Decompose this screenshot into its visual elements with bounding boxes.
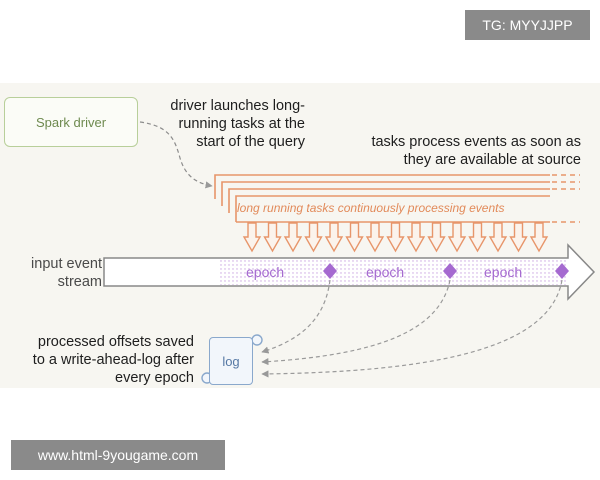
offsets-note-line-1: processed offsets saved — [37, 334, 194, 350]
epoch-to-log-connector-3 — [261, 279, 563, 378]
down-arrow — [529, 222, 549, 253]
log-curl-top — [251, 334, 263, 346]
task-line-2 — [221, 181, 550, 206]
down-arrows — [242, 222, 549, 253]
spark-driver-box: Spark driver — [4, 97, 138, 147]
epoch-label-2: epoch — [366, 264, 405, 280]
epoch-marker-2 — [443, 263, 457, 279]
driver-note-line-2: running tasks at the — [178, 116, 305, 132]
epoch-label-3: epoch — [484, 264, 523, 280]
task-line-4 — [235, 195, 550, 222]
input-stream-label-line-2: stream — [57, 274, 102, 290]
down-arrow — [427, 222, 446, 253]
website-watermark: www.html-9yougame.com — [11, 440, 225, 470]
driver-note-line-1: driver launches long- — [170, 98, 305, 114]
epoch-marker-3 — [555, 263, 569, 279]
spark-driver-label: Spark driver — [35, 114, 107, 130]
down-arrow — [447, 222, 467, 253]
driver-note: driver launches long- running tasks at t… — [140, 97, 305, 151]
stream-dotted-region — [218, 259, 568, 285]
down-arrow — [242, 222, 262, 253]
down-arrow — [468, 222, 487, 253]
offsets-note-line-3: every epoch — [115, 370, 194, 386]
write-ahead-log: log — [209, 337, 253, 385]
tasks-label: long running tasks continuously processi… — [237, 201, 505, 215]
log-label: log — [222, 353, 240, 369]
down-arrow — [324, 222, 344, 253]
tasks-note: tasks process events as soon as they are… — [330, 133, 581, 169]
input-stream-label-line-1: input event — [31, 256, 102, 272]
task-line-1 — [214, 174, 550, 199]
down-arrow — [304, 222, 323, 253]
epoch-to-log-connector-1 — [261, 279, 331, 354]
task-line-dashed-ends — [552, 174, 580, 223]
task-lines — [214, 174, 550, 223]
down-arrow — [406, 222, 426, 253]
telegram-badge: TG: MYYJJPP — [465, 10, 590, 40]
down-arrow — [345, 222, 364, 253]
offsets-note: processed offsets saved to a write-ahead… — [4, 333, 194, 387]
tasks-note-line-2: they are available at source — [403, 152, 581, 168]
epoch-to-log-connector-2 — [261, 279, 451, 366]
down-arrow — [365, 222, 385, 253]
input-stream-label: input event stream — [10, 255, 102, 291]
down-arrow — [263, 222, 282, 253]
offsets-note-line-2: to a write-ahead-log after — [32, 352, 194, 368]
down-arrow — [488, 222, 508, 253]
driver-to-tasks-connector — [139, 121, 213, 189]
tasks-note-line-1: tasks process events as soon as — [371, 134, 581, 150]
epoch-label-1: epoch — [246, 264, 285, 280]
down-arrow — [509, 222, 528, 253]
down-arrow — [283, 222, 303, 253]
down-arrow — [386, 222, 405, 253]
epoch-marker-1 — [323, 263, 337, 279]
driver-note-line-3: start of the query — [196, 134, 305, 150]
task-line-3 — [228, 188, 550, 213]
